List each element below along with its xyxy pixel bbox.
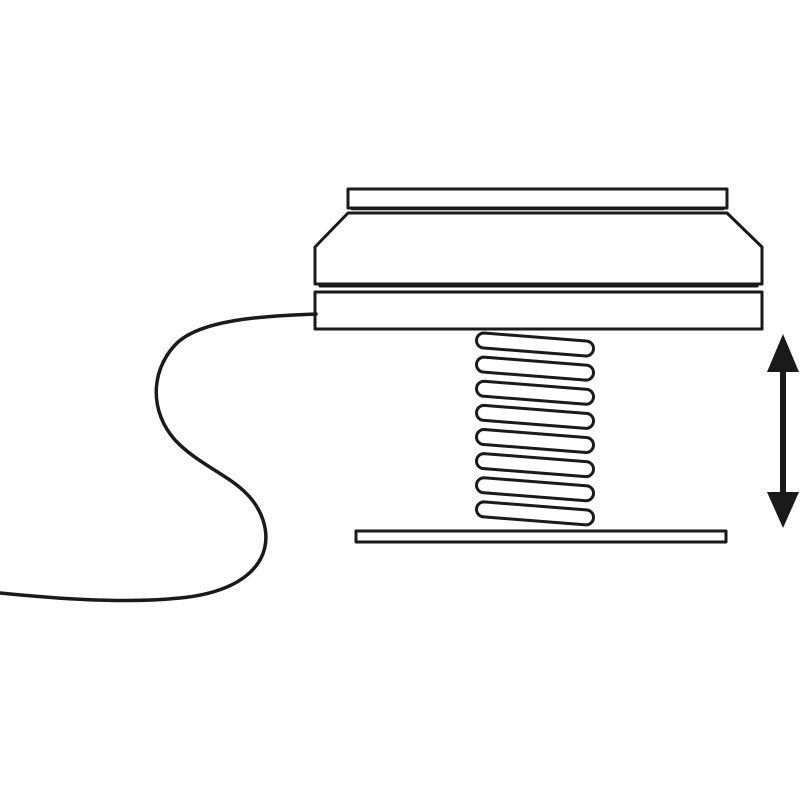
spring-coil xyxy=(475,355,595,382)
housing-body xyxy=(313,211,764,286)
spring-coil xyxy=(475,452,595,479)
spring-coil xyxy=(475,500,595,527)
motion-arrow-head-up xyxy=(767,334,799,372)
lower-mounting-ring xyxy=(313,290,764,331)
spring-coil xyxy=(475,379,595,406)
motion-arrow-head-down xyxy=(767,492,799,528)
cable xyxy=(0,312,318,603)
spring xyxy=(475,331,595,527)
spring-coil xyxy=(475,428,595,454)
spring-coil xyxy=(475,476,595,503)
spring-coil xyxy=(475,403,595,430)
top-cap xyxy=(346,187,729,210)
vertical-motion-arrow-icon xyxy=(767,334,799,528)
spring-coil xyxy=(475,331,595,358)
base-plate xyxy=(354,529,728,544)
